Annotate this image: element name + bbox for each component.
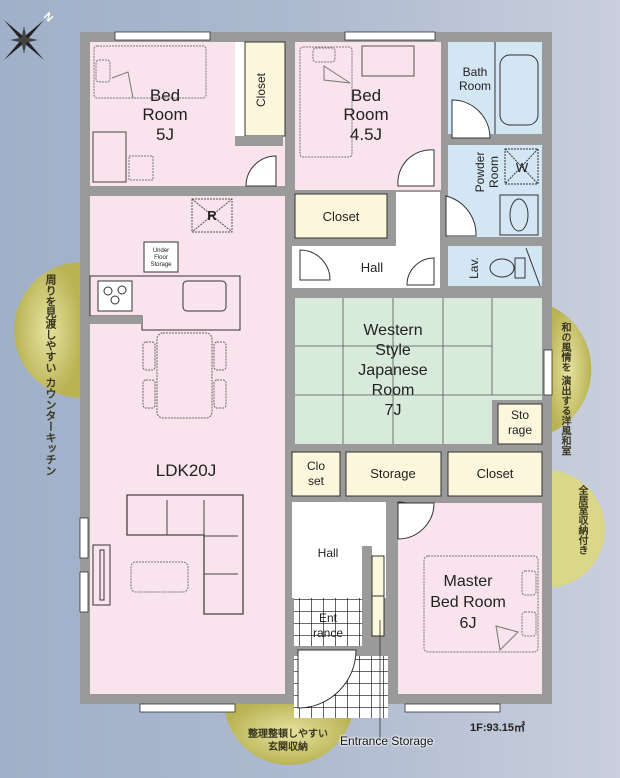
room-lav (448, 246, 542, 286)
label-storage-small-line2: rage (508, 423, 532, 437)
windows (79, 31, 553, 713)
label-ldk: LDK20J (156, 461, 216, 480)
callout-kitchen-text: 周りを見渡しやすい カウンターキッチン (44, 274, 57, 476)
label-washer: W (516, 160, 529, 175)
label-closet-small-line2: set (308, 474, 325, 488)
label-japanese-line1: Western (363, 322, 422, 339)
label-bedroom-5j-line2: Room (142, 105, 187, 124)
svg-text:N: N (41, 10, 55, 24)
label-closet-mid: Closet (477, 466, 514, 481)
label-bath-line2: Room (459, 79, 491, 93)
bed-furniture (93, 45, 207, 99)
coffee-table (130, 561, 189, 593)
label-storage-small-line1: Sto (511, 408, 529, 422)
label-japanese-line2: Style (375, 342, 411, 359)
label-bedroom-4-5j-line2: Room (343, 105, 388, 124)
closet-mid (447, 451, 543, 497)
desk-furniture (92, 131, 127, 183)
label-underfloor-line1: Under (153, 248, 169, 254)
label-underfloor-line2: Floor (154, 255, 168, 261)
callout-kitchen-line1: 周りを見渡しやすい (44, 274, 57, 373)
label-entrance-line2: rance (313, 626, 343, 640)
label-bedroom-5j-line1: Bed (150, 86, 180, 105)
label-bedroom-4-5j-size: 4.5J (350, 125, 382, 144)
label-closet-small-line1: Clo (307, 459, 325, 473)
callout-bubble-kitchen (14, 262, 82, 398)
label-powder-line1: Powder (473, 152, 487, 193)
label-storage-mid: Storage (370, 466, 416, 481)
callout-bubble-storage (546, 470, 605, 588)
bed-master (423, 555, 539, 653)
label-closet-hall: Closet (323, 209, 360, 224)
label-master-line1: Master (444, 573, 494, 590)
label-underfloor-line3: Storage (150, 262, 172, 268)
callout-entrance-line2: 玄関収納 (268, 742, 308, 753)
label-bedroom-4-5j-line1: Bed (351, 86, 381, 105)
closet-bedroom-5j (244, 41, 286, 137)
label-closet-bedroom-5j: Closet (254, 72, 268, 107)
label-lav: Lav. (467, 257, 481, 279)
label-hall-upper: Hall (361, 260, 384, 275)
callout-japanese-line2: 演出する洋風和室 (559, 375, 570, 456)
dining-table (156, 332, 213, 419)
room-ldk (90, 196, 285, 694)
label-japanese-line3: Japanese (358, 362, 427, 379)
callout-storage-line1: 全居室収納付き (576, 485, 587, 555)
refrigerator-icon (191, 198, 233, 233)
label-powder-line2: Room (487, 156, 501, 188)
callout-japanese-line1: 和の風情を (559, 322, 570, 372)
callout-entrance-text: 整理整頓しやすい 玄関収納 (236, 728, 340, 754)
room-master-bedroom (398, 503, 542, 694)
closet-small (291, 451, 341, 497)
sofa (126, 494, 244, 615)
entrance-storage-label: Entrance Storage (340, 734, 434, 748)
callout-bubble-japanese (546, 304, 592, 435)
label-refrigerator: R (207, 208, 217, 223)
tv-stand (92, 544, 111, 606)
label-bath-line1: Bath (463, 65, 488, 79)
closet-hall (294, 193, 388, 239)
label-entrance-line1: Ent (319, 611, 338, 625)
sink-icon (182, 280, 227, 312)
label-bedroom-5j-size: 5J (156, 125, 174, 144)
label-master-line2: Bed Room (430, 594, 506, 611)
callout-entrance-line1: 整理整頓しやすい (248, 729, 328, 740)
callout-kitchen-line2: カウンターキッチン (44, 376, 57, 476)
storage-small (497, 403, 543, 445)
floor-area-label: 1F:93.15㎡ (470, 722, 526, 734)
label-hall-lower: Hall (318, 546, 339, 560)
storage-mid (345, 451, 442, 497)
callout-japanese-text: 和の風情を 演出する洋風和室 (558, 322, 570, 455)
label-japanese-line4: Room (372, 382, 415, 399)
entrance-floor (294, 598, 362, 646)
compass-rose-icon: N (4, 10, 55, 60)
underfloor-storage (143, 241, 179, 273)
label-master-size: 6J (460, 615, 477, 632)
label-japanese-size: 7J (385, 402, 402, 419)
washer-icon (504, 148, 539, 185)
toilet-icon (489, 258, 515, 278)
callout-storage-text: 全居室収納付き (575, 485, 588, 555)
